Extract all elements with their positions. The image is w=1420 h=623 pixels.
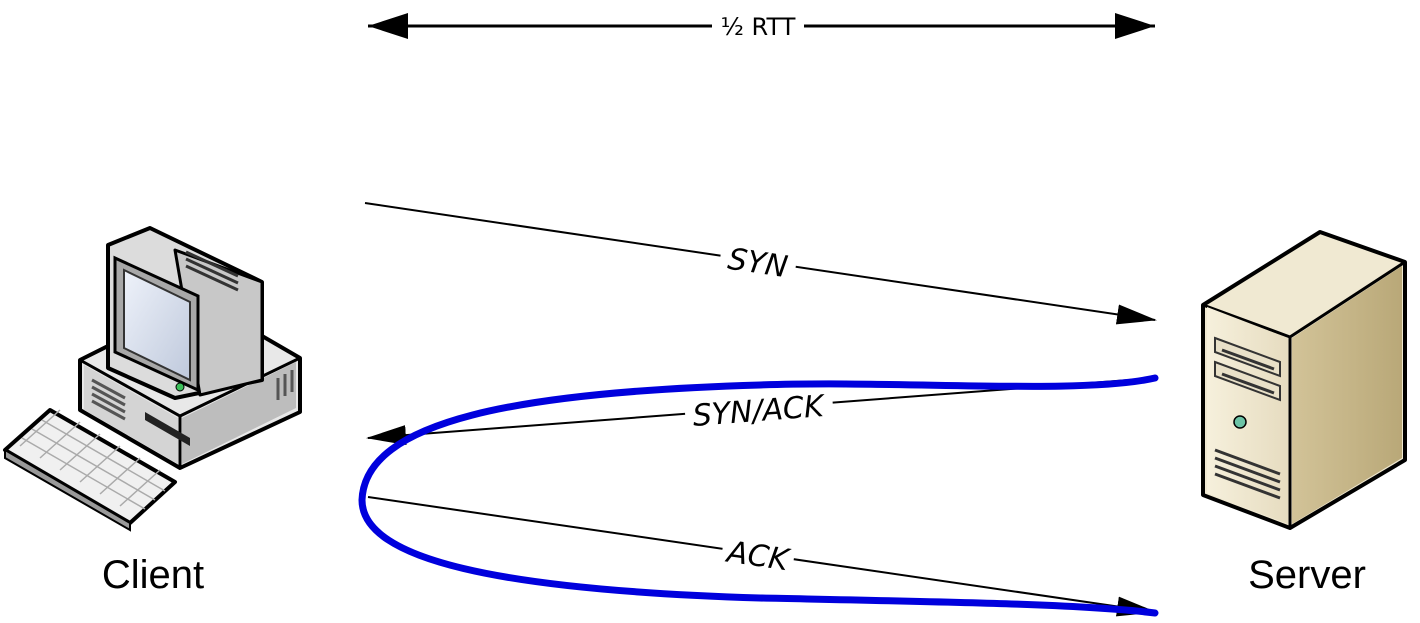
server-label: Server — [1248, 553, 1366, 597]
rtt-annotation-curve — [358, 374, 1159, 617]
client-computer-icon — [3, 226, 302, 532]
syn-label: SYN — [726, 242, 790, 285]
client-label: Client — [102, 553, 204, 597]
rtt-label: ½ RTT — [721, 13, 796, 41]
rtt-span-arrow — [368, 10, 1155, 42]
server-tower-icon — [1201, 230, 1407, 530]
